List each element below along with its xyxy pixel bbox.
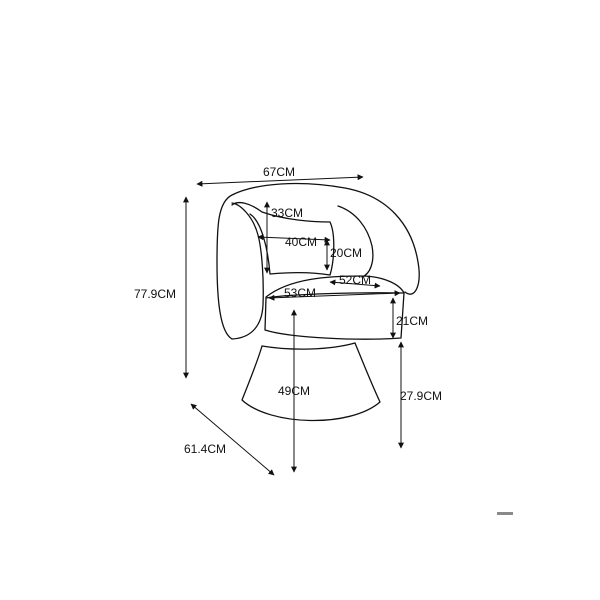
chair-outline <box>216 182 420 422</box>
inner-back-wall <box>337 205 374 278</box>
back-cushion-depth-label: 20CM <box>330 246 363 260</box>
seat-back-edge <box>265 275 405 298</box>
seat-height-label: 49CM <box>278 384 311 398</box>
backrest-shell <box>216 182 420 340</box>
overall-depth-label: 61.4CM <box>184 442 227 456</box>
seat-width-label: 53CM <box>284 286 317 300</box>
base-cone <box>241 342 381 422</box>
width-dimension-line <box>196 174 364 187</box>
base-height-label: 27.9CM <box>400 389 443 403</box>
scale-mark <box>497 512 513 515</box>
back-cushion-width-line <box>257 234 331 243</box>
depth-dimension-line <box>190 403 275 476</box>
seat-depth-label: 52CM <box>339 273 372 287</box>
seat-width-line <box>268 290 401 301</box>
overall-height-label: 77.9CM <box>134 287 177 301</box>
back-cushion-width-label: 40CM <box>285 235 318 249</box>
base-top-rim <box>261 342 356 350</box>
back-cushion-height-label: 33CM <box>271 206 304 220</box>
seat-depth-line <box>329 279 381 289</box>
seat-thickness-label: 21CM <box>396 314 429 328</box>
overall-width-label: 67CM <box>263 165 296 179</box>
front-arm-edge <box>231 202 264 340</box>
